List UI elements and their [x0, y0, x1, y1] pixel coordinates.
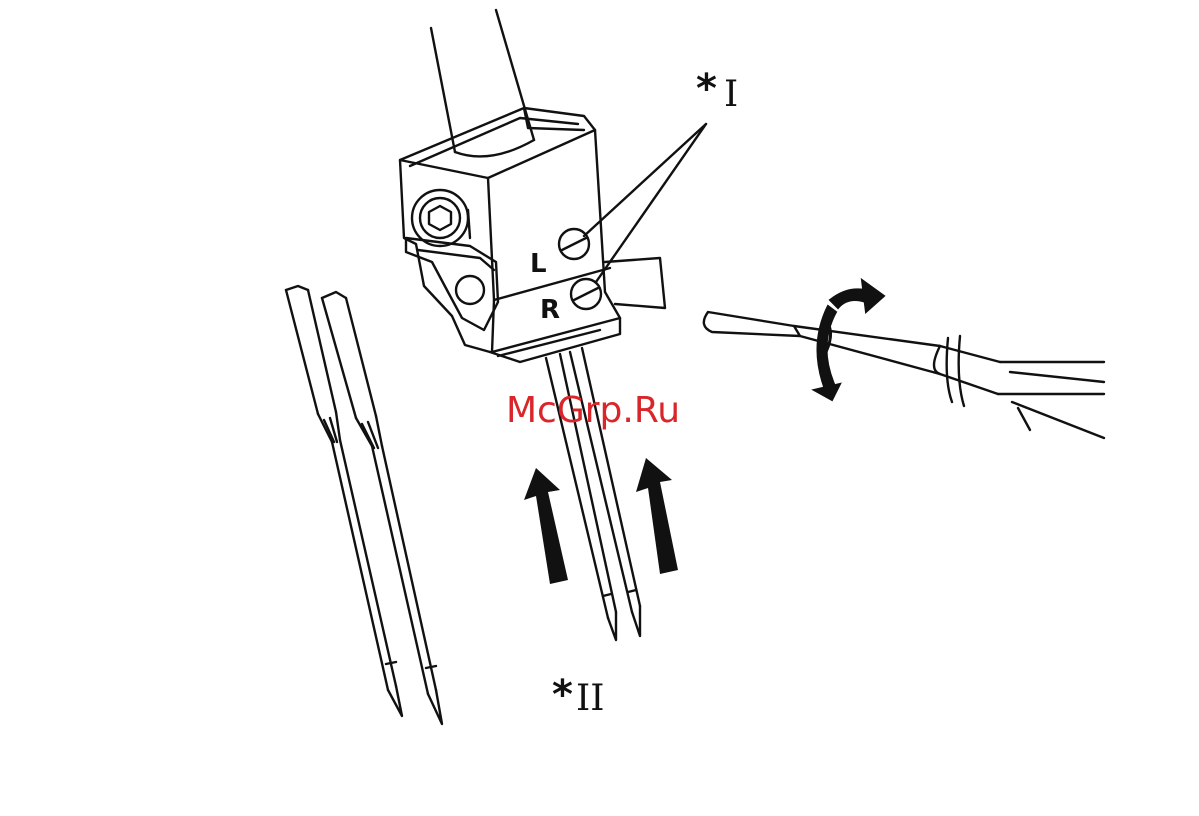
up-arrow-icon [524, 468, 568, 584]
needle-clamp [400, 108, 665, 362]
callout-two-star: * [552, 672, 573, 718]
screw-left [559, 229, 589, 259]
callout-two-numeral: II [576, 678, 604, 719]
up-arrow-icon [636, 458, 678, 574]
callout-one-star: * [696, 66, 717, 112]
screw-right [571, 279, 601, 309]
watermark: McGrp.Ru [506, 390, 680, 431]
callout-two: * II [552, 672, 604, 719]
screw-label-left: L [530, 249, 547, 279]
hex-screw [412, 190, 470, 246]
callout-one-numeral: I [724, 74, 738, 115]
screw-label-right: R [540, 295, 560, 325]
callout-one: * I [696, 66, 738, 115]
screwdriver [704, 312, 1104, 438]
curved-double-arrow-icon [814, 280, 884, 400]
